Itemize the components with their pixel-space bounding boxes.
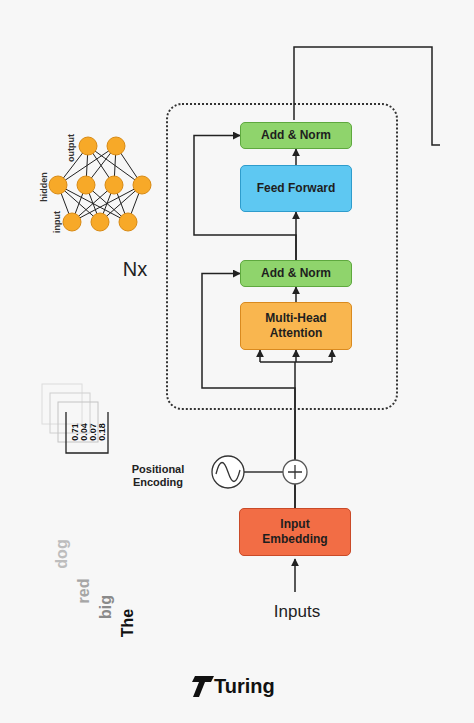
layer-name: output xyxy=(66,134,76,162)
input-token: The xyxy=(119,609,137,637)
connector-line xyxy=(331,350,333,362)
feed-forward-box: Feed Forward xyxy=(240,165,352,212)
add-norm-box: Add & Norm xyxy=(240,260,352,287)
vector-value: 0.18 xyxy=(97,423,107,441)
network-neuron xyxy=(63,213,81,231)
repeat-block: NxAdd & NormFeed ForwardAdd & NormMulti-… xyxy=(166,103,398,410)
network-neuron xyxy=(119,213,137,231)
flow-connector xyxy=(296,287,297,302)
connector-line xyxy=(295,149,297,165)
vector-bracket xyxy=(66,412,108,453)
layer-name: hidden xyxy=(39,172,49,202)
box-label: Feed Forward xyxy=(257,181,336,196)
connector-line xyxy=(202,274,295,509)
box-label: Multi-Head Attention xyxy=(255,311,337,341)
input-token: dog xyxy=(53,539,71,568)
vector-value: 0.04 xyxy=(79,423,89,441)
box-label: Add & Norm xyxy=(261,266,331,281)
brand-name: Turing xyxy=(214,675,275,698)
input-arrow xyxy=(294,559,296,592)
vector-value: 0.07 xyxy=(88,423,98,441)
connector-line xyxy=(259,350,261,362)
network-neuron xyxy=(77,176,95,194)
network-neuron xyxy=(107,137,125,155)
connector-line xyxy=(295,350,297,362)
ghost-card xyxy=(58,402,98,442)
layer-name: input xyxy=(52,211,62,233)
flow-connector xyxy=(296,149,297,165)
network-neuron xyxy=(91,213,109,231)
repeat-count: Nx xyxy=(123,258,147,281)
network-neuron xyxy=(133,176,151,194)
network-neuron xyxy=(49,176,67,194)
logo-mark xyxy=(192,676,214,697)
connector-line xyxy=(295,287,297,302)
flow-connector xyxy=(260,350,332,508)
connector-line xyxy=(194,136,296,261)
attention-box: Multi-Head Attention xyxy=(240,302,352,350)
ghost-card xyxy=(42,384,82,424)
add-norm-box: Add & Norm xyxy=(240,122,352,149)
encoding-line xyxy=(244,471,283,472)
network-neuron xyxy=(105,176,123,194)
sine-wave xyxy=(216,463,240,482)
embedding-box: Input Embedding xyxy=(239,508,351,556)
sine-symbol xyxy=(212,456,244,488)
box-label: Input Embedding xyxy=(260,517,330,547)
box-label: Add & Norm xyxy=(261,128,331,143)
input-token: red xyxy=(75,579,93,604)
inputs-label: Inputs xyxy=(274,602,320,622)
vector-value: 0.71 xyxy=(70,423,80,441)
network-neuron xyxy=(79,137,97,155)
flow-connector xyxy=(194,136,296,261)
encoding-label: Positional Encoding xyxy=(120,463,196,488)
flow-connector xyxy=(202,274,295,509)
input-token: big xyxy=(97,595,115,619)
